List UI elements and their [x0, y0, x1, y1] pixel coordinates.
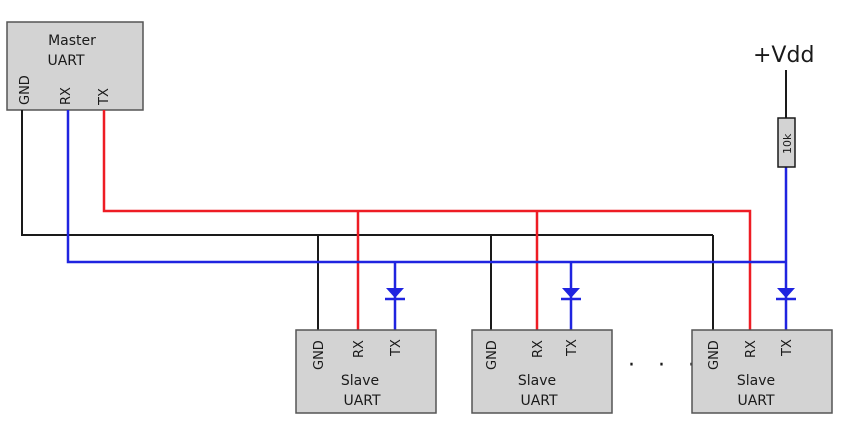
resistor-label: 10k [781, 133, 794, 154]
slave-title: Slave [737, 373, 775, 389]
slave-pin-gnd: GND [485, 340, 500, 370]
more-slaves-ellipsis: · · · [628, 353, 703, 378]
slave-subtitle: UART [343, 393, 381, 409]
diode-icon [386, 288, 404, 298]
slave-title: Slave [518, 373, 556, 389]
slave-pin-tx: TX [565, 339, 580, 357]
gnd-bus-line [21, 110, 713, 236]
rx-bus-line [66, 110, 786, 264]
diode-slave-1 [385, 288, 405, 301]
slave-uart-1: GND RX TX Slave UART [295, 329, 437, 414]
master-pin-gnd: GND [18, 75, 33, 105]
diode-icon [562, 288, 580, 298]
master-pin-rx: RX [59, 87, 74, 105]
pullup-resistor: 10k [777, 70, 796, 168]
slave-pin-rx: RX [744, 340, 759, 358]
diode-slave-3 [776, 288, 796, 301]
resistor-body [777, 117, 796, 168]
slave-uart-box [691, 329, 833, 414]
slave-pin-tx: TX [780, 339, 795, 357]
tx-bus-line [102, 110, 752, 330]
slave-subtitle: UART [520, 393, 558, 409]
master-pin-tx: TX [97, 88, 112, 106]
slave-uart-2: GND RX TX Slave UART [471, 329, 613, 414]
master-uart: Master UART GND RX TX [6, 21, 144, 111]
diode-icon [777, 288, 795, 298]
master-uart-box [6, 21, 144, 111]
slave-uart-box [471, 329, 613, 414]
slave-title: Slave [341, 373, 379, 389]
master-title: Master [48, 33, 96, 49]
vdd-label: +Vdd [753, 43, 814, 68]
slave-subtitle: UART [737, 393, 775, 409]
slave-pin-gnd: GND [707, 340, 722, 370]
master-subtitle: UART [47, 53, 85, 69]
diode-slave-2 [561, 288, 581, 301]
slave-uart-3: GND RX TX Slave UART [691, 329, 833, 414]
slave-uart-box [295, 329, 437, 414]
slave-pin-tx: TX [389, 339, 404, 357]
slave-pin-rx: RX [531, 340, 546, 358]
slave-pin-rx: RX [352, 340, 367, 358]
bus-wires [21, 110, 788, 330]
slave-pin-gnd: GND [312, 340, 327, 370]
